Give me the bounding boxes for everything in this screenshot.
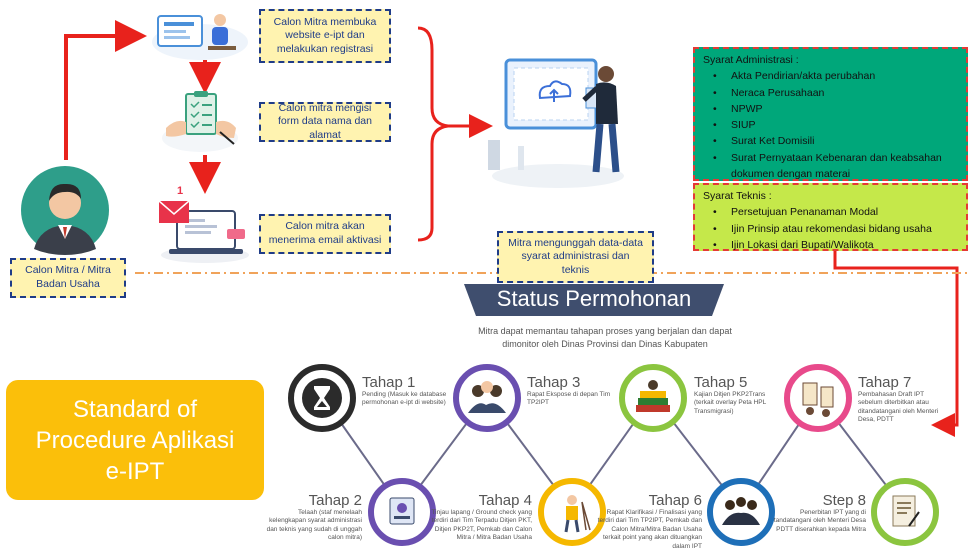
list-item: Akta Pendirian/akta perubahan bbox=[713, 68, 958, 85]
survey-icon bbox=[564, 495, 591, 533]
step7-circle bbox=[784, 364, 852, 432]
step2-label: Tahap 2 Telaah (staf menelaah kelengkapa… bbox=[266, 492, 362, 543]
review-icon bbox=[389, 497, 415, 525]
step7-desc: Pembahasan Draft IPT sebelum diterbitkan… bbox=[858, 391, 939, 424]
status-title-banner: Status Permohonan bbox=[464, 282, 724, 318]
sop-line3: e-IPT bbox=[105, 458, 165, 486]
list-item: Surat Pernyataan Kebenaran dan keabsahan… bbox=[713, 150, 958, 183]
admin-requirements-title: Syarat Administrasi : bbox=[703, 54, 799, 66]
step8-desc: Penerbitan IPT yang di tandatangani oleh… bbox=[773, 509, 866, 533]
step8-label: Step 8 Penerbitan IPT yang di tandatanga… bbox=[770, 492, 866, 534]
list-item: Persetujuan Penanaman Modal bbox=[713, 204, 958, 221]
step1-title: Tahap 1 bbox=[362, 374, 416, 391]
sop-line1: Standard of bbox=[72, 396, 198, 423]
step5-title: Tahap 5 bbox=[694, 374, 748, 391]
email-illustration: 1 bbox=[155, 185, 250, 265]
step4-title: Tahap 4 bbox=[478, 492, 532, 509]
step5-desc: Kajian Ditjen PKP2Trans (terkait overlay… bbox=[694, 391, 767, 415]
list-item: Surat Ket Domisili bbox=[713, 133, 958, 150]
step4-desc: Tinjau lapang / Ground check yang terdir… bbox=[431, 509, 532, 542]
tech-requirements-title: Syarat Teknis : bbox=[703, 190, 772, 202]
step2-desc: Telaah (staf menelaah kelengkapan syarat… bbox=[266, 509, 362, 542]
email-notification-badge: 1 bbox=[177, 185, 184, 197]
upload-data-box: Mitra mengunggah data-data syarat admini… bbox=[497, 231, 654, 283]
upload-data-illustration bbox=[488, 58, 624, 188]
step4-label: Tahap 4 Tinjau lapang / Ground check yan… bbox=[428, 492, 532, 543]
step2-circle bbox=[368, 478, 436, 546]
discussion-icon bbox=[802, 382, 834, 417]
list-item: Ijin Prinsip atau rekomendasi bidang usa… bbox=[713, 221, 958, 238]
step7-label: Tahap 7 Pembahasan Draft IPT sebelum dit… bbox=[858, 374, 948, 425]
step3-label: Tahap 3 Rapat Ekspose di depan Tim TP2IP… bbox=[527, 374, 617, 408]
step6-title: Tahap 6 bbox=[648, 492, 702, 509]
step3-title: Tahap 3 bbox=[527, 374, 581, 391]
step6-label: Tahap 6 Rapat Klarifikasi / Finalisasi y… bbox=[594, 492, 702, 550]
step1-desc: Pending (Masuk ke database permohonan e-… bbox=[362, 391, 447, 407]
step8-circle bbox=[871, 478, 939, 546]
books-icon bbox=[636, 380, 670, 412]
step6-desc: Rapat Klarifikasi / Finalisasi yang terd… bbox=[597, 509, 702, 550]
step2-title: Tahap 2 bbox=[308, 492, 362, 509]
sop-box: Standard of Procedure Aplikasi e-IPT bbox=[6, 380, 264, 500]
step4-circle bbox=[538, 478, 606, 546]
tech-requirements-box: Syarat Teknis : Persetujuan Penanaman Mo… bbox=[693, 183, 968, 253]
fill-form-illustration bbox=[162, 91, 238, 152]
list-item: NPWP bbox=[713, 101, 958, 118]
list-item: SIUP bbox=[713, 117, 958, 134]
step5-circle bbox=[619, 364, 687, 432]
step-register-box: Calon Mitra membuka website e-ipt dan me… bbox=[259, 9, 391, 63]
step1-circle bbox=[288, 364, 356, 432]
tech-requirements-list: Persetujuan Penanaman Modal Ijin Prinsip… bbox=[703, 204, 958, 253]
meeting-icon bbox=[468, 381, 506, 413]
arrow-user-to-website bbox=[64, 20, 147, 160]
step-fill-form-box: Calon mitra mengisi form data nama dan a… bbox=[259, 102, 391, 142]
step1-label: Tahap 1 Pending (Masuk ke database permo… bbox=[362, 374, 460, 408]
step3-circle bbox=[453, 364, 521, 432]
document-sign-icon bbox=[892, 495, 920, 527]
admin-requirements-list: Akta Pendirian/akta perubahan Neraca Per… bbox=[703, 68, 958, 182]
status-subtitle-line2: dimonitor oleh Dinas Provinsi dan Dinas … bbox=[502, 339, 708, 349]
status-subtitle-line1: Mitra dapat memantau tahapan proses yang… bbox=[478, 326, 732, 336]
step8-title: Step 8 bbox=[822, 492, 866, 509]
step5-label: Tahap 5 Kajian Ditjen PKP2Trans (terkait… bbox=[694, 374, 786, 416]
website-registration-illustration bbox=[152, 14, 248, 60]
clarification-meeting-icon bbox=[722, 497, 760, 525]
status-banner-shape bbox=[464, 284, 724, 316]
list-item: Neraca Perusahaan bbox=[713, 85, 958, 102]
admin-requirements-box: Syarat Administrasi : Akta Pendirian/akt… bbox=[693, 47, 968, 181]
step6-circle bbox=[707, 478, 775, 546]
step7-title: Tahap 7 bbox=[858, 374, 912, 391]
email-laptop-icon bbox=[158, 200, 249, 263]
status-title: Status Permohonan bbox=[496, 286, 692, 311]
hourglass-icon bbox=[302, 378, 342, 418]
sop-line2: Procedure Aplikasi bbox=[35, 427, 235, 455]
user-label-box: Calon Mitra / Mitra Badan Usaha bbox=[10, 258, 126, 298]
step-email-box: Calon mitra akan menerima email aktivasi bbox=[259, 214, 391, 254]
step3-desc: Rapat Ekspose di depan Tim TP2IPT bbox=[527, 391, 611, 407]
arrow-tech-to-status bbox=[833, 251, 959, 437]
user-avatar-icon bbox=[21, 166, 109, 255]
list-item: Ijin Lokasi dari Bupati/Walikota bbox=[713, 237, 958, 254]
